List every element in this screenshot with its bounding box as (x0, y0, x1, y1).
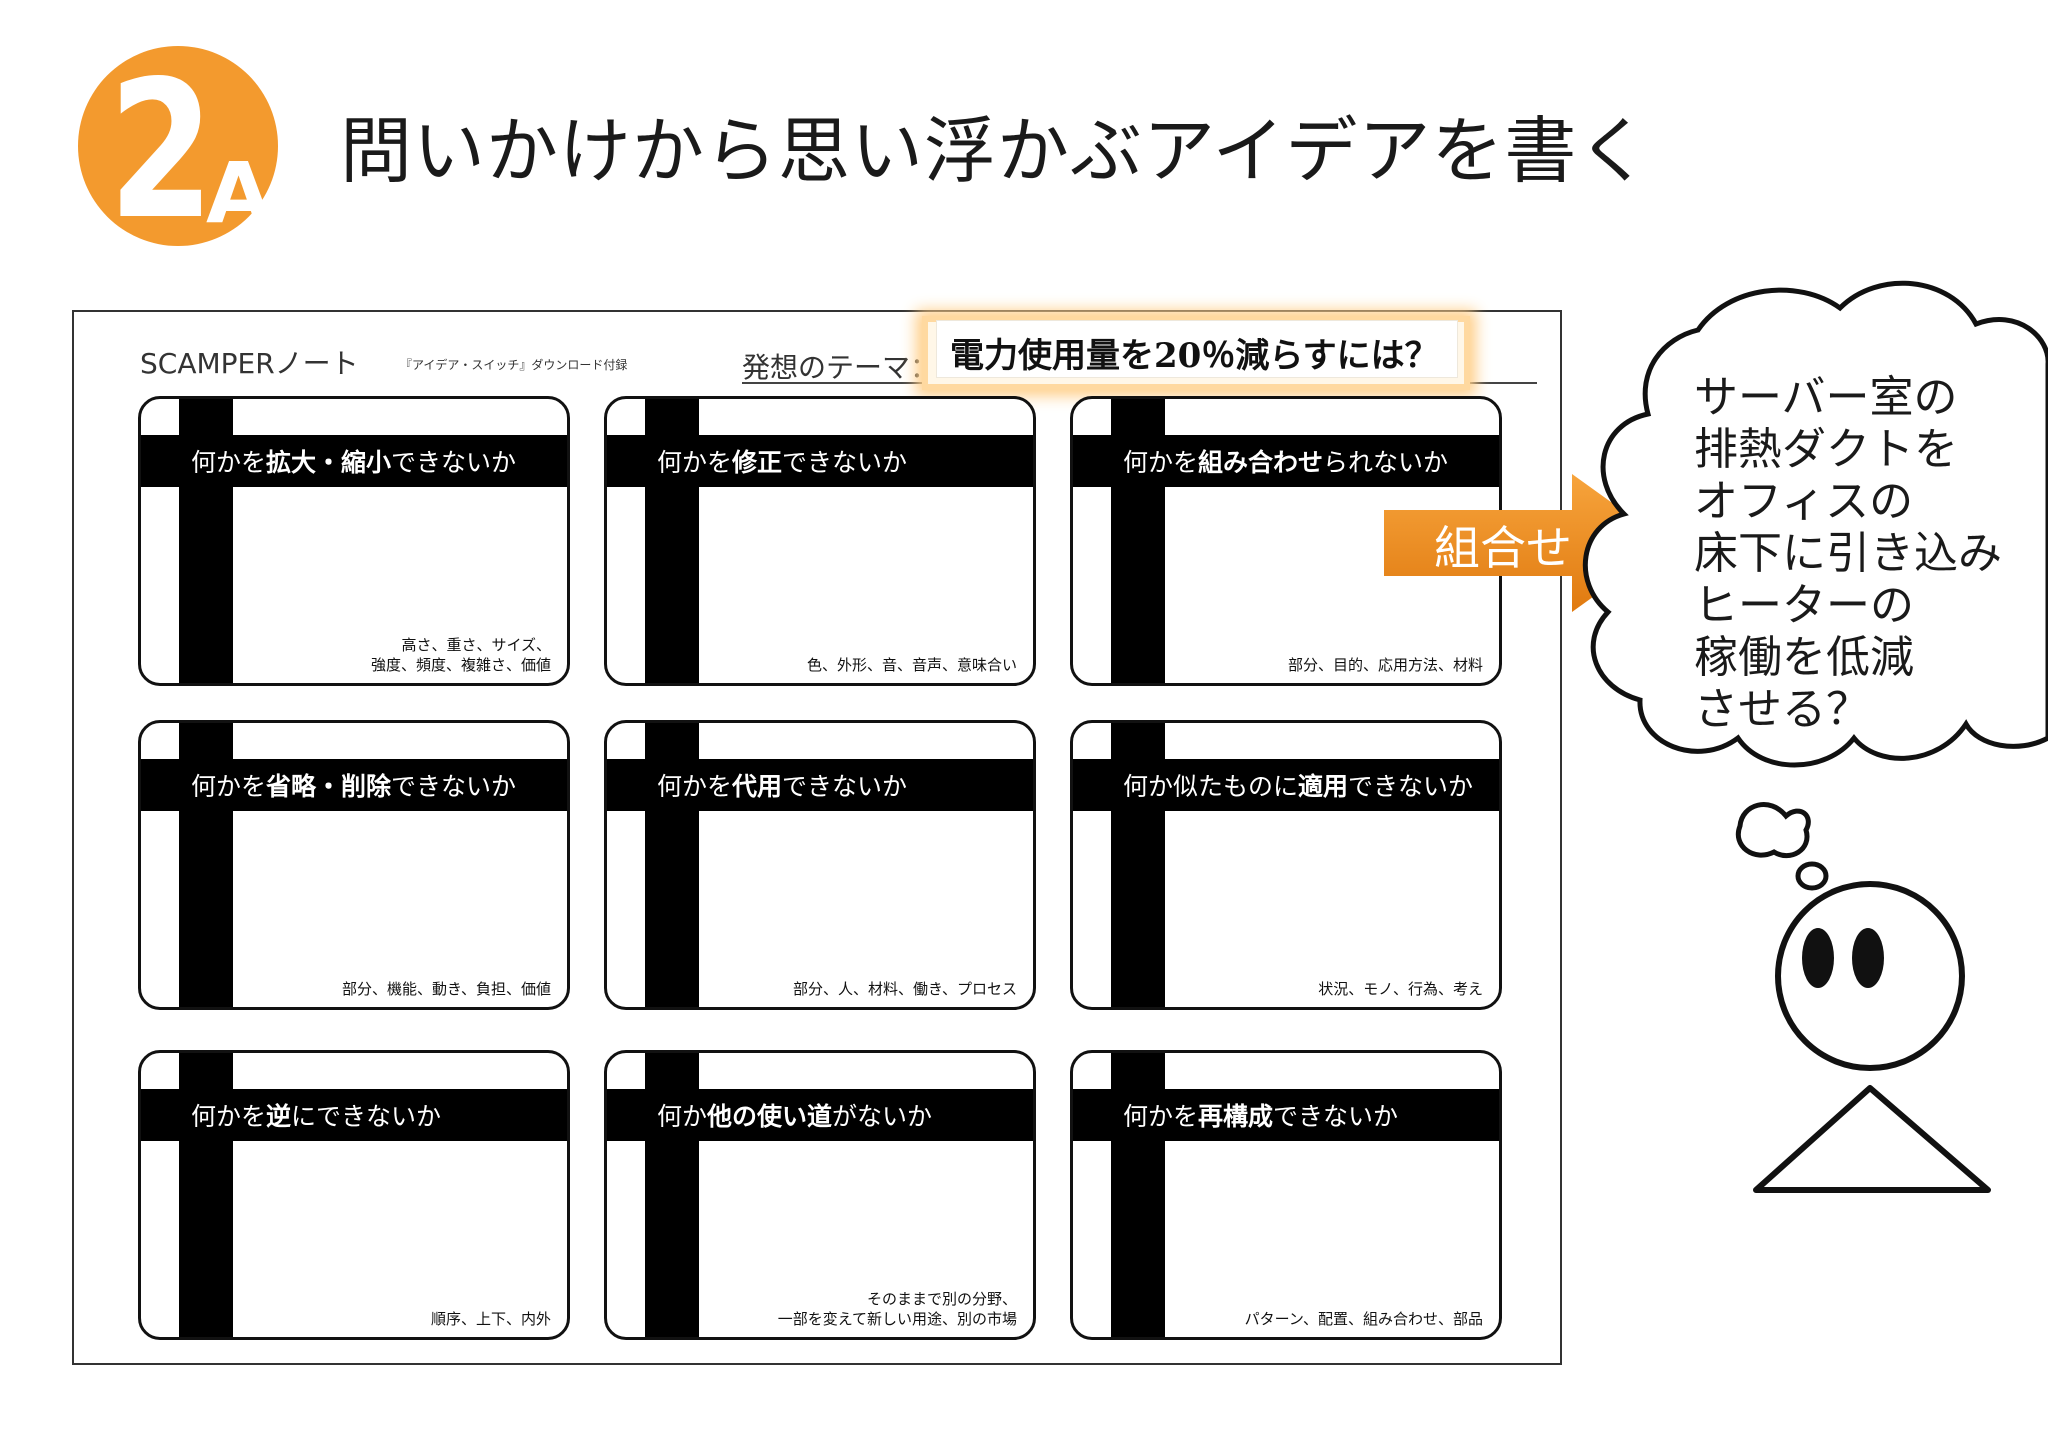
combine-label: 組合せ (1434, 521, 1572, 575)
card-eliminate: 何かを省略・削除できないか 部分、機能、動き、負担、価値 (138, 720, 570, 1010)
card-hint: 部分、人、材料、働き、プロセス (793, 980, 1017, 998)
thought-cloud-icon (1582, 280, 2048, 768)
card-question: 何かを修正できないか (657, 448, 908, 477)
card-horizontal-bar (1073, 759, 1499, 811)
theme-value: 電力使用量を20％減らすには？ (950, 336, 1439, 376)
card-horizontal-bar (1073, 435, 1499, 487)
step-number: 2 (108, 46, 214, 246)
card-reverse: 何かを逆にできないか 順序、上下、内外 (138, 1050, 570, 1340)
card-horizontal-bar (607, 435, 1033, 487)
card-horizontal-bar (141, 1089, 567, 1141)
card-question: 何かを省略・削除できないか (191, 772, 517, 801)
card-hint: 部分、機能、動き、負担、価値 (342, 980, 551, 998)
card-question: 何かを拡大・縮小できないか (191, 448, 517, 477)
thought-text: サーバー室の 排熱ダクトを オフィスの 床下に引き込み ヒーターの 稼働を低減 … (1694, 372, 2002, 735)
sheet-title: SCAMPERノート (140, 347, 359, 380)
card-magnify-minify: 何かを拡大・縮小できないか 高さ、重さ、サイズ、強度、頻度、複雑さ、価値 (138, 396, 570, 686)
card-hint: 順序、上下、内外 (430, 1310, 551, 1328)
card-horizontal-bar (141, 435, 567, 487)
card-hint: 高さ、重さ、サイズ、強度、頻度、複雑さ、価値 (370, 636, 551, 674)
card-question: 何かを逆にできないか (191, 1102, 442, 1131)
card-hint: そのままで別の分野、一部を変えて新しい用途、別の市場 (777, 1290, 1017, 1328)
card-adapt: 何か似たものに適用できないか 状況、モノ、行為、考え (1070, 720, 1502, 1010)
card-hint: 色、外形、音、音声、意味合い (806, 656, 1017, 674)
card-hint: 部分、目的、応用方法、材料 (1287, 656, 1483, 674)
card-question: 何かを再構成できないか (1123, 1102, 1399, 1131)
theme-label: 発想のテーマ： (742, 351, 939, 384)
card-hint: 状況、モノ、行為、考え (1318, 980, 1483, 998)
card-hint: パターン、配置、組み合わせ、部品 (1244, 1310, 1483, 1328)
step-letter: A (206, 144, 271, 242)
card-horizontal-bar (1073, 1089, 1499, 1141)
step-badge: 2 A (78, 46, 278, 246)
card-question: 何か他の使い道がないか (657, 1102, 933, 1131)
sheet-source: 『アイデア・スイッチ』ダウンロード付録 (400, 358, 628, 372)
page-title: 問いかけから思い浮かぶアイデアを書く (340, 109, 1651, 193)
card-horizontal-bar (141, 759, 567, 811)
card-question: 何かを組み合わせられないか (1123, 448, 1449, 477)
card-rearrange: 何かを再構成できないか パターン、配置、組み合わせ、部品 (1070, 1050, 1502, 1340)
card-put-to-other-use: 何か他の使い道がないか そのままで別の分野、一部を変えて新しい用途、別の市場 (604, 1050, 1036, 1340)
card-combine: 何かを組み合わせられないか 部分、目的、応用方法、材料 (1070, 396, 1502, 686)
scamper-sheet: SCAMPERノート 『アイデア・スイッチ』ダウンロード付録 発想のテーマ： 電… (72, 310, 1562, 1365)
card-horizontal-bar (607, 1089, 1033, 1141)
theme-box (936, 320, 1458, 378)
card-substitute: 何かを代用できないか 部分、人、材料、働き、プロセス (604, 720, 1036, 1010)
card-modify: 何かを修正できないか 色、外形、音、音声、意味合い (604, 396, 1036, 686)
thinker-figure-icon (1735, 802, 1991, 1193)
card-horizontal-bar (607, 759, 1033, 811)
card-question: 何か似たものに適用できないか (1123, 772, 1474, 801)
card-question: 何かを代用できないか (657, 772, 908, 801)
